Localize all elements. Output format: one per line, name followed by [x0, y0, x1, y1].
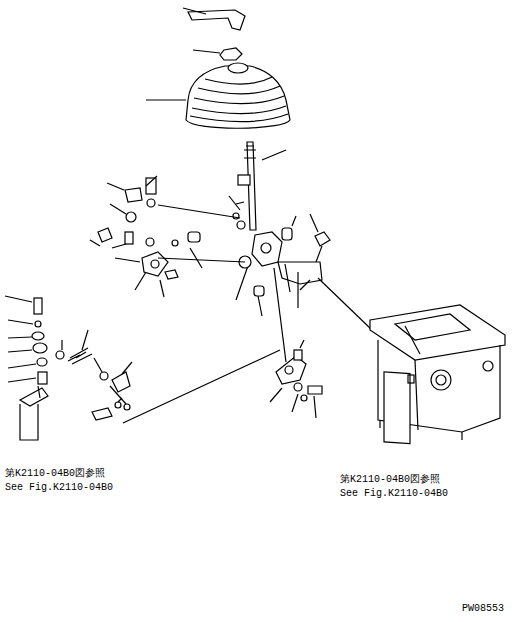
drawing-number: PW08553 — [462, 603, 504, 615]
figure-reference: 第K2110-04B0図参照 — [340, 474, 440, 486]
figure-reference: See Fig.K2110-04B0 — [5, 482, 113, 494]
figure-reference: 第K2110-04B0図参照 — [5, 468, 105, 480]
figure-reference: See Fig.K2110-04B0 — [340, 488, 448, 500]
